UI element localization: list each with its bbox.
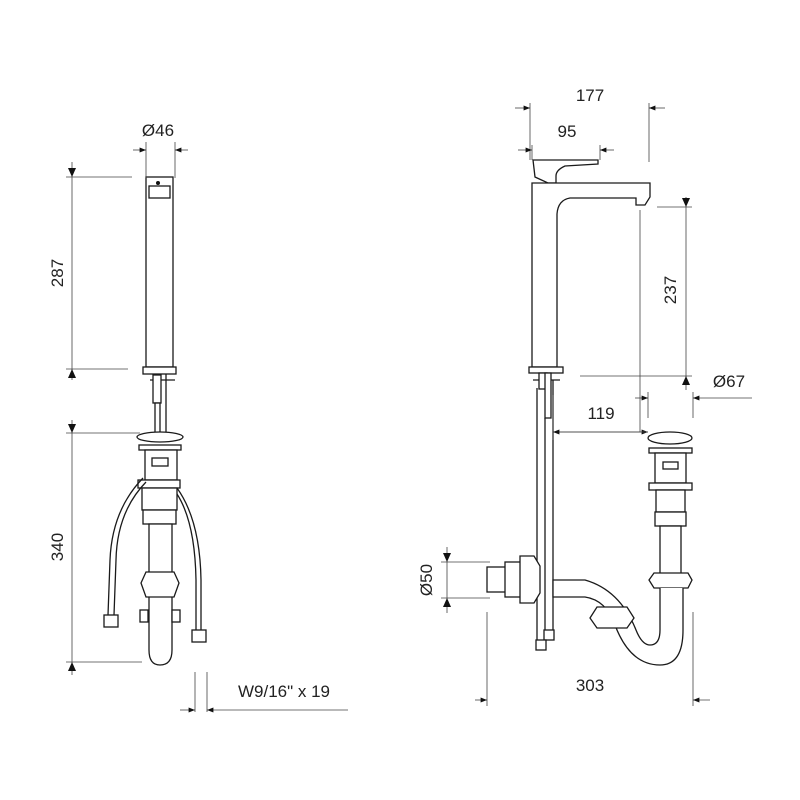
dimension-tap-to-drain: 119	[552, 395, 648, 440]
front-view-tap	[142, 176, 177, 434]
dimension-label: 95	[558, 122, 577, 141]
dimension-body-diameter: Ø46	[133, 121, 188, 178]
dimension-total-reach: 177	[515, 86, 665, 162]
dimension-label: 340	[48, 533, 67, 561]
dimension-outlet-diameter: Ø50	[417, 547, 490, 613]
dimension-label: 177	[576, 86, 604, 105]
dimension-label: W9/16" x 19	[238, 682, 330, 701]
dimension-label: 237	[661, 276, 680, 304]
front-view-hoses	[103, 477, 207, 643]
dimension-label: 287	[48, 259, 67, 287]
dimension-label: Ø67	[713, 372, 745, 391]
dimension-handle-reach: 95	[518, 122, 614, 160]
dimension-drain-length: 340	[48, 420, 142, 675]
dimension-label: 119	[587, 404, 614, 423]
dimension-label: 303	[576, 676, 604, 695]
front-view-drain	[136, 431, 184, 666]
dimension-drain-diameter: Ø67	[635, 372, 752, 418]
dimension-hose-connection: W9/16" x 19	[180, 672, 348, 713]
dimension-tap-height: 287	[48, 162, 132, 380]
dimension-spout-clearance: 237	[580, 197, 692, 432]
dimension-label: Ø50	[417, 564, 436, 596]
side-view-drain-trap	[486, 431, 693, 666]
dimension-trap-width: 303	[475, 612, 710, 706]
dimension-label: Ø46	[142, 121, 174, 140]
